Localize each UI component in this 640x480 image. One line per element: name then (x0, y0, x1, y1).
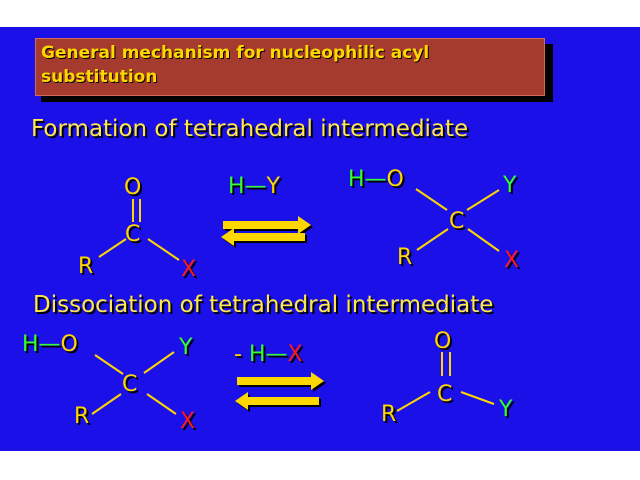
c-x-bond-1 (147, 238, 180, 261)
atom-labels: OO CC RR XX H—YH—Y H—OH—O YY CC RR XX H—… (22, 167, 521, 436)
svg-text:H—O: H—O (24, 334, 80, 359)
r-c-bond-3 (91, 393, 122, 415)
atom-x-2: X (504, 248, 519, 273)
atom-c-2: C (449, 209, 464, 234)
hydroxyl-group-1: H—O (348, 167, 404, 192)
o-c-bond-2 (94, 354, 124, 375)
hydroxyl-group-2: H—O (22, 332, 78, 357)
title-box: General mechanism for nucleophilic acyl … (35, 38, 545, 96)
o-c-bond-1 (415, 188, 448, 211)
mechanism-diagram: OO CC RR XX H—YH—Y H—OH—O YY CC RR XX H—… (22, 167, 521, 436)
atom-x-1: X (181, 257, 196, 282)
svg-text:C: C (127, 224, 142, 249)
c-x-bond-3 (146, 393, 177, 415)
c-y-bond-2 (143, 351, 175, 374)
svg-text:H—Y: H—Y (230, 176, 283, 201)
atom-o-1: O (124, 175, 141, 200)
atom-r-3: R (74, 404, 89, 429)
svg-text:O: O (126, 177, 143, 202)
svg-text:Y: Y (504, 175, 519, 200)
atom-y-2: Y (178, 335, 193, 360)
r-c-bond-1 (98, 238, 127, 258)
atom-r-4: R (381, 402, 396, 427)
atom-c-4: C (437, 382, 452, 407)
svg-text:R: R (76, 406, 91, 431)
slide-canvas: General mechanism for nucleophilic acyl … (0, 27, 640, 451)
reverse-arrow-1 (221, 228, 305, 246)
svg-text:R: R (399, 247, 414, 272)
atom-o-2: O (434, 329, 451, 354)
svg-text:R: R (80, 256, 95, 281)
svg-text:X: X (506, 250, 521, 275)
atom-c-1: C (125, 222, 140, 247)
svg-text:C: C (439, 384, 454, 409)
slide-title: General mechanism for nucleophilic acyl … (41, 43, 430, 87)
reagent-minus-hx: - H—X (234, 342, 303, 367)
atom-x-3: X (180, 409, 195, 434)
heading-dissociation: Dissociation of tetrahedral intermediate (33, 292, 494, 318)
svg-text:C: C (124, 374, 139, 399)
svg-text:- H—X: - H—X (236, 344, 305, 369)
svg-text:Y: Y (500, 399, 515, 424)
c-y-bond-1 (466, 189, 500, 211)
svg-text:O: O (436, 331, 453, 356)
c-x-bond-2 (467, 228, 500, 252)
svg-text:Y: Y (180, 337, 195, 362)
equilibrium-arrows (221, 216, 326, 412)
r-c-bond-4 (396, 391, 431, 412)
atom-r-2: R (397, 245, 412, 270)
bonds (91, 188, 500, 415)
svg-text:C: C (451, 211, 466, 236)
heading-formation: Formation of tetrahedral intermediate (31, 116, 469, 142)
atom-r-1: R (78, 254, 93, 279)
forward-arrow-1 (223, 216, 311, 234)
atom-y-1: Y (502, 173, 517, 198)
r-c-bond-2 (416, 228, 449, 251)
svg-text:H—O: H—O (350, 169, 406, 194)
forward-arrow-2 (237, 372, 324, 390)
atom-y-3: Y (498, 397, 513, 422)
svg-text:X: X (183, 259, 198, 284)
reverse-arrow-2 (235, 392, 319, 410)
c-y-bond-3 (460, 391, 495, 405)
reagent-hy: H—Y (228, 174, 281, 199)
atom-c-3: C (122, 372, 137, 397)
svg-text:X: X (182, 411, 197, 436)
svg-text:R: R (383, 404, 398, 429)
